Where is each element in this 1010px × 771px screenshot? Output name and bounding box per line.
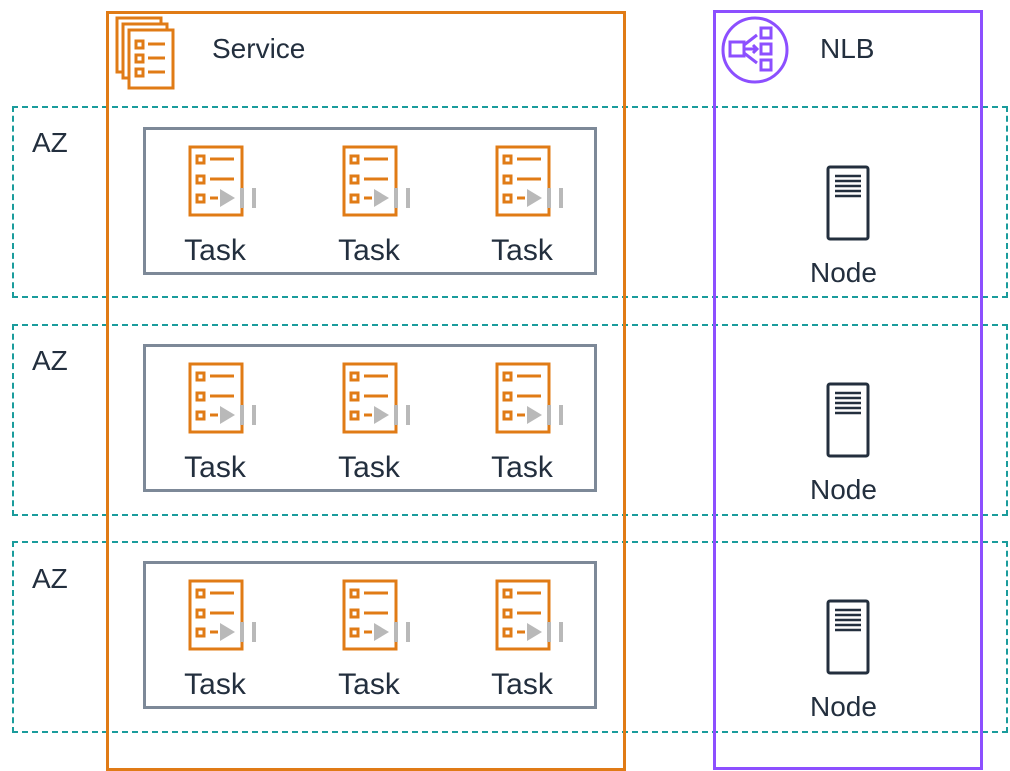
az-label: AZ [32, 563, 68, 594]
nlb-label: NLB [820, 33, 875, 64]
task-icon [342, 145, 410, 217]
server-node-icon [826, 599, 870, 675]
task-label: Task [184, 234, 246, 267]
task-label: Task [184, 451, 246, 484]
availability-zone-2 [12, 324, 1008, 516]
task-label: Task [338, 668, 400, 701]
service-label: Service [212, 33, 306, 64]
node-label: Node [810, 474, 877, 505]
availability-zone-1 [12, 106, 1008, 298]
task-icon [495, 579, 563, 651]
task-label: Task [338, 234, 400, 267]
task-group-2 [143, 344, 597, 492]
availability-zone-3 [12, 541, 1008, 733]
server-node-icon [826, 165, 870, 241]
az-label: AZ [32, 345, 68, 376]
task-icon [342, 362, 410, 434]
task-group-1 [143, 127, 597, 275]
task-label: Task [491, 451, 553, 484]
task-icon [188, 145, 256, 217]
task-label: Task [491, 234, 553, 267]
node-label: Node [810, 691, 877, 722]
node-label: Node [810, 257, 877, 288]
az-label: AZ [32, 127, 68, 158]
task-icon [495, 145, 563, 217]
network-load-balancer-icon [721, 16, 789, 84]
task-icon [188, 579, 256, 651]
task-label: Task [491, 668, 553, 701]
task-icon [188, 362, 256, 434]
task-label: Task [184, 668, 246, 701]
task-icon [342, 579, 410, 651]
service-icon [115, 16, 175, 90]
task-group-3 [143, 561, 597, 709]
task-label: Task [338, 451, 400, 484]
task-icon [495, 362, 563, 434]
server-node-icon [826, 382, 870, 458]
